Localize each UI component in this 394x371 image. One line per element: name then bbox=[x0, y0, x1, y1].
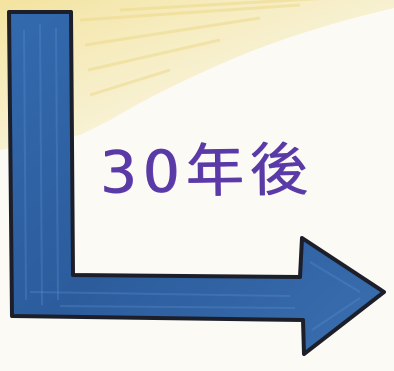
wash-strokes bbox=[79, 0, 322, 97]
yellow-wash bbox=[0, 0, 394, 150]
caption-text: 30年後 bbox=[99, 135, 315, 207]
bent-arrow-down-right-icon bbox=[7, 10, 386, 356]
arrow-crayon-texture bbox=[23, 23, 361, 331]
